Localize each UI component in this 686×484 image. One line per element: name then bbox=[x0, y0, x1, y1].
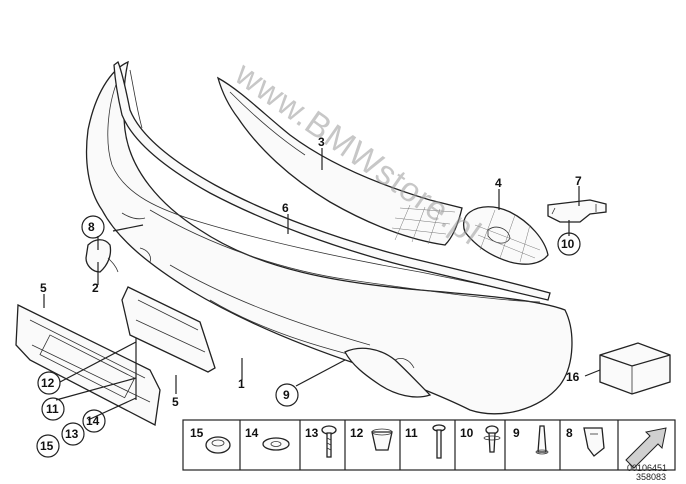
bracket-icon bbox=[583, 427, 605, 457]
callout-4: 4 bbox=[495, 176, 502, 190]
callout-10: 10 bbox=[561, 237, 575, 251]
legend-label-10: 10 bbox=[460, 426, 474, 440]
legend-label-11: 11 bbox=[405, 426, 418, 440]
upper-trim-strip bbox=[113, 60, 551, 301]
clip-icon bbox=[432, 424, 446, 459]
license-plate-base-left bbox=[15, 303, 161, 426]
tow-hook-cover bbox=[85, 239, 119, 273]
callout-2: 2 bbox=[92, 281, 99, 295]
repair-kit-box bbox=[599, 342, 671, 395]
callout-7: 7 bbox=[575, 174, 582, 188]
diagram-code: 00106451 bbox=[627, 463, 667, 473]
rivet-icon bbox=[535, 425, 549, 455]
callout-5-left: 5 bbox=[40, 281, 47, 295]
callout-1: 1 bbox=[238, 377, 245, 391]
legend-label-14: 14 bbox=[245, 426, 259, 440]
bolt-icon bbox=[483, 425, 501, 453]
callout-6: 6 bbox=[282, 201, 289, 215]
callout-15: 15 bbox=[40, 439, 54, 453]
plug-icon bbox=[371, 428, 393, 451]
grommet-icon bbox=[205, 436, 231, 454]
diagram-secondary-code: 358083 bbox=[636, 472, 666, 482]
side-grille bbox=[463, 206, 549, 265]
legend-label-13: 13 bbox=[305, 426, 319, 440]
legend-label-8: 8 bbox=[566, 426, 573, 440]
washer-icon bbox=[262, 437, 290, 451]
callout-16: 16 bbox=[566, 370, 580, 384]
legend-label-9: 9 bbox=[513, 426, 520, 440]
circled-callouts: 8 10 9 12 11 14 13 15 bbox=[36, 215, 581, 458]
legend-label-15: 15 bbox=[190, 426, 204, 440]
callout-3: 3 bbox=[318, 135, 325, 149]
callout-5-right: 5 bbox=[172, 395, 179, 409]
callout-11: 11 bbox=[46, 402, 59, 416]
mounting-bracket bbox=[547, 199, 607, 223]
callout-9: 9 bbox=[283, 388, 290, 402]
bumper-panel bbox=[85, 60, 573, 415]
license-plate-base-right bbox=[121, 286, 216, 373]
callout-13: 13 bbox=[65, 427, 79, 441]
legend-label-12: 12 bbox=[350, 426, 364, 440]
callouts: 3 4 7 6 2 5 5 1 16 bbox=[40, 135, 582, 409]
callout-12: 12 bbox=[41, 376, 55, 390]
leader-lines bbox=[43, 148, 601, 421]
callout-8: 8 bbox=[88, 220, 95, 234]
hardware-legend: 15 14 13 12 11 10 bbox=[182, 419, 676, 471]
screw-icon bbox=[321, 425, 337, 458]
callout-14: 14 bbox=[86, 414, 100, 428]
direction-arrow-icon bbox=[625, 427, 667, 469]
center-grille bbox=[216, 76, 463, 246]
